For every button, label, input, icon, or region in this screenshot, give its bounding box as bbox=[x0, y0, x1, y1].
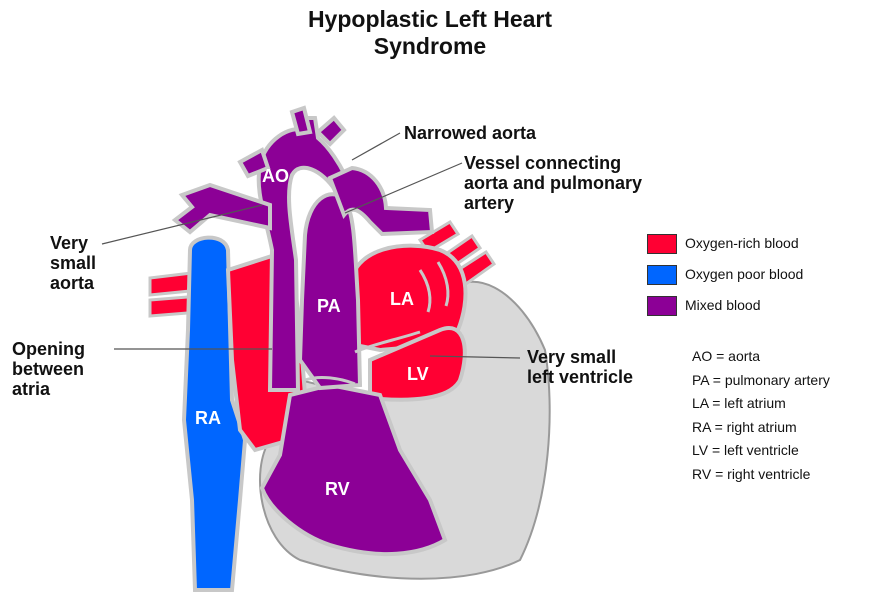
chamber-label-rv: RV bbox=[325, 479, 350, 499]
callout-very-small-aorta: Very small aorta bbox=[50, 233, 96, 293]
callout-very-small-aorta-line-1: Very bbox=[50, 233, 96, 253]
callout-small-lv-line-2: left ventricle bbox=[527, 367, 633, 387]
callout-vessel-line-1: Vessel connecting bbox=[464, 153, 642, 173]
left-pulmonary-branch bbox=[175, 185, 270, 232]
callout-vessel-connecting: Vessel connecting aorta and pulmonary ar… bbox=[464, 153, 642, 213]
pulmonary-artery bbox=[300, 194, 360, 388]
chamber-label-lv: LV bbox=[407, 364, 429, 384]
chamber-label-pa: PA bbox=[317, 296, 341, 316]
callout-vessel-line-3: artery bbox=[464, 193, 642, 213]
chamber-label-ra: RA bbox=[195, 408, 221, 428]
callout-opening-between-atria: Opening between atria bbox=[12, 339, 85, 399]
legend-label-oxygen-rich: Oxygen-rich blood bbox=[685, 234, 799, 252]
chamber-label-la: LA bbox=[390, 289, 414, 309]
legend-label-oxygen-poor: Oxygen poor blood bbox=[685, 265, 803, 283]
callout-small-lv-line-1: Very small bbox=[527, 347, 633, 367]
callout-opening-line-3: atria bbox=[12, 379, 85, 399]
abbrev-ao: AO = aorta bbox=[692, 345, 830, 369]
abbreviation-key: AO = aorta PA = pulmonary artery LA = le… bbox=[692, 345, 830, 486]
abbrev-rv: RV = right ventricle bbox=[692, 463, 830, 487]
legend-item-oxygen-poor: Oxygen poor blood bbox=[647, 263, 877, 285]
callout-narrowed-aorta: Narrowed aorta bbox=[404, 123, 536, 143]
callout-very-small-left-ventricle: Very small left ventricle bbox=[527, 347, 633, 387]
legend-item-oxygen-rich: Oxygen-rich blood bbox=[647, 232, 877, 254]
abbrev-pa: PA = pulmonary artery bbox=[692, 369, 830, 393]
abbrev-la: LA = left atrium bbox=[692, 392, 830, 416]
callout-very-small-aorta-line-2: small bbox=[50, 253, 96, 273]
legend-item-mixed: Mixed blood bbox=[647, 294, 877, 316]
abbrev-lv: LV = left ventricle bbox=[692, 439, 830, 463]
callout-opening-line-2: between bbox=[12, 359, 85, 379]
chamber-label-ao: AO bbox=[262, 166, 289, 186]
callout-opening-line-1: Opening bbox=[12, 339, 85, 359]
abbrev-ra: RA = right atrium bbox=[692, 416, 830, 440]
legend-label-mixed: Mixed blood bbox=[685, 296, 761, 314]
callout-vessel-line-2: aorta and pulmonary bbox=[464, 173, 642, 193]
legend-swatch-oxygen-rich bbox=[647, 234, 677, 254]
callout-very-small-aorta-line-3: aorta bbox=[50, 273, 96, 293]
legend-swatch-oxygen-poor bbox=[647, 265, 677, 285]
legend-swatch-mixed bbox=[647, 296, 677, 316]
